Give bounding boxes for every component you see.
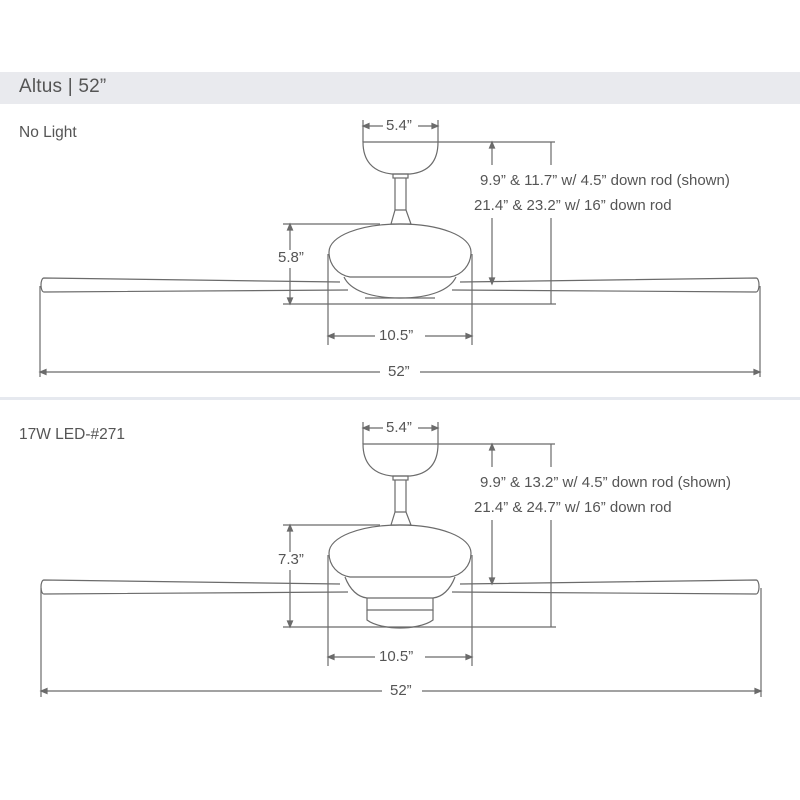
header-bar: [0, 72, 800, 104]
product-title: Altus | 52”: [19, 76, 107, 97]
body-height-label: 5.8”: [276, 249, 306, 266]
fan-drawing-no-light: [38, 120, 762, 377]
span-label: 52”: [386, 363, 412, 380]
height-note-downrod-long: 21.4” & 23.2” w/ 16” down rod: [474, 197, 672, 214]
body-width-label: 10.5”: [377, 648, 416, 665]
height-note-downrod-short: 9.9” & 11.7” w/ 4.5” down rod (shown): [480, 172, 730, 189]
canopy-width-label: 5.4”: [384, 419, 414, 436]
body-height-label: 7.3”: [276, 551, 306, 568]
fan-drawing-led: [39, 422, 763, 697]
span-label: 52”: [388, 682, 414, 699]
section-divider: [0, 397, 800, 400]
section-label-no-light: No Light: [19, 124, 77, 141]
canopy-width-label: 5.4”: [384, 117, 414, 134]
height-note-downrod-short: 9.9” & 13.2” w/ 4.5” down rod (shown): [480, 474, 731, 491]
height-note-downrod-long: 21.4” & 24.7” w/ 16” down rod: [474, 499, 672, 516]
body-width-label: 10.5”: [377, 327, 416, 344]
section-label-led: 17W LED-#271: [19, 426, 125, 443]
